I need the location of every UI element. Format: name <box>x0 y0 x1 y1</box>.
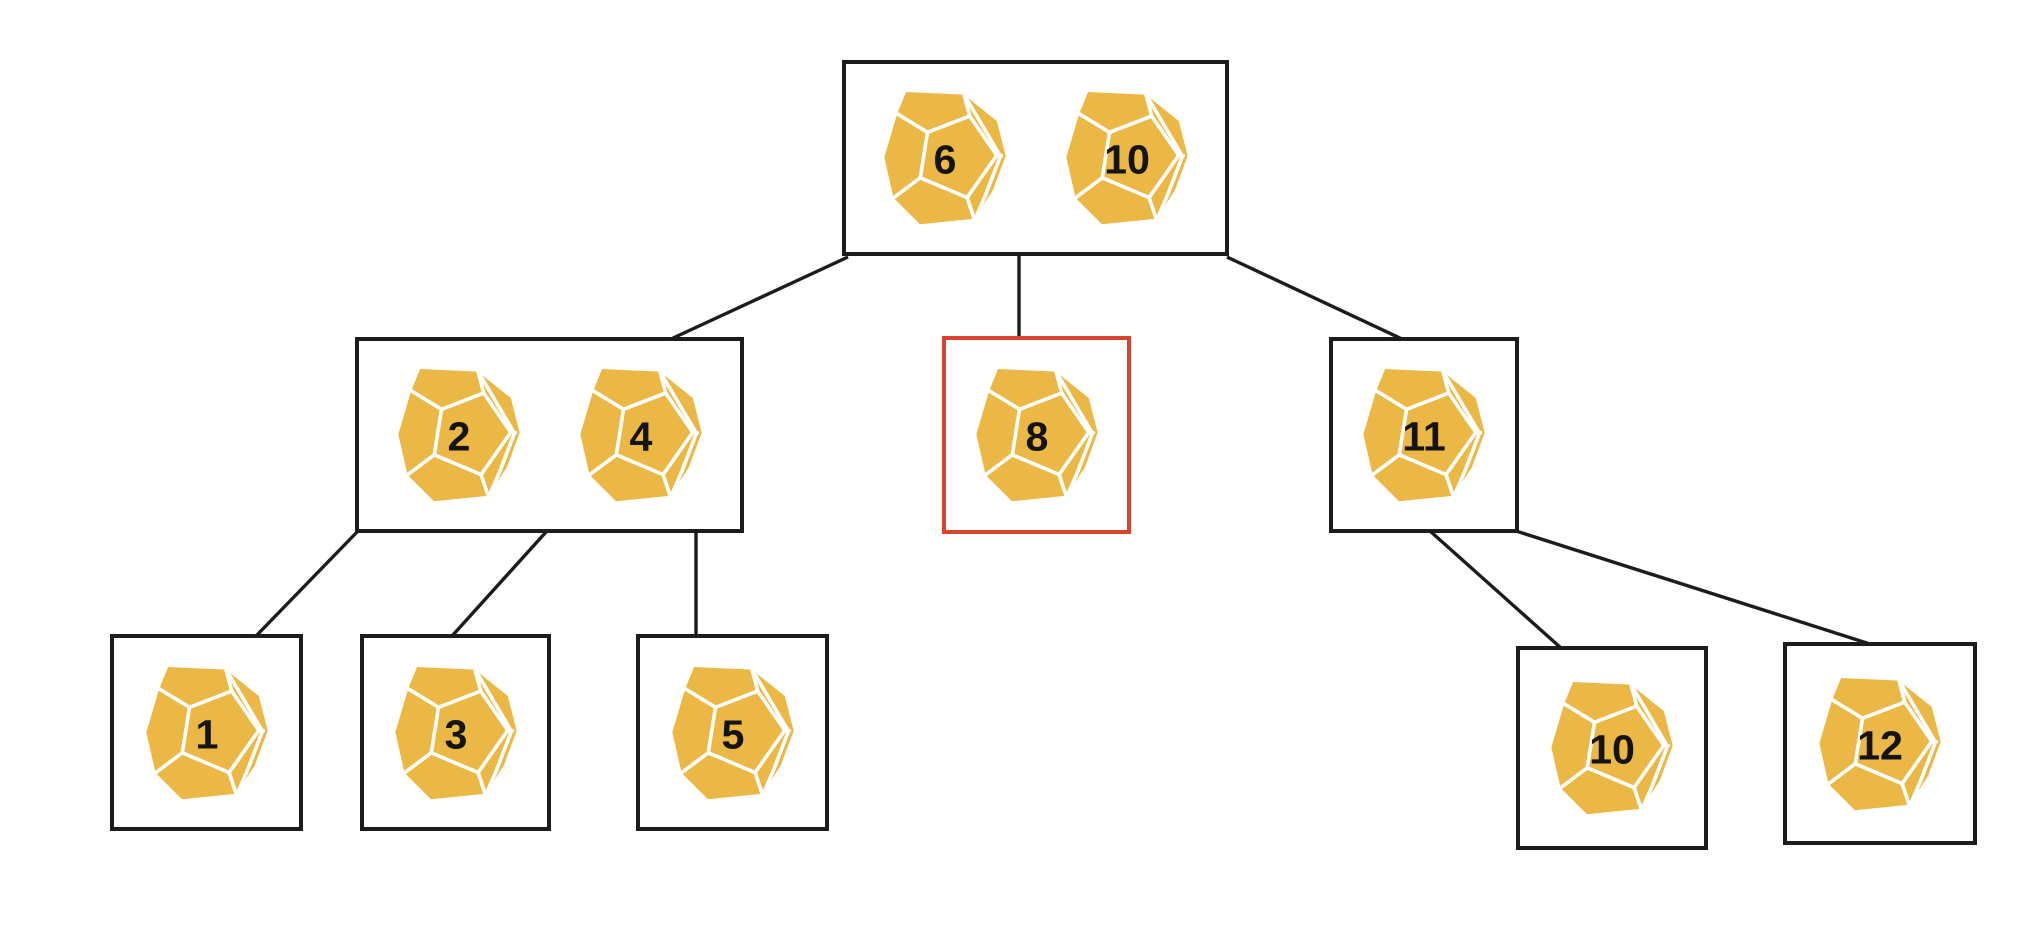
tree-node-11[interactable]: 11 <box>1329 337 1519 533</box>
die-number: 12 <box>1857 722 1903 768</box>
die-number: 10 <box>1104 136 1150 182</box>
d12-die-icon: 8 <box>973 367 1100 504</box>
tree-edge <box>670 255 849 341</box>
d12-die-icon: 5 <box>669 664 796 801</box>
d12-die-icon: 3 <box>392 664 519 801</box>
d12-die-icon: 1 <box>143 664 270 801</box>
die-number: 8 <box>1025 413 1048 459</box>
d12-die-icon: 11 <box>1361 367 1487 504</box>
die-number: 1 <box>195 711 218 757</box>
d12-die-icon: 2 <box>395 367 522 504</box>
tree-leaf-1[interactable]: 1 <box>110 634 303 831</box>
tree-edge <box>1428 529 1563 650</box>
d12-die-icon: 10 <box>1549 680 1675 817</box>
tree-node-8-highlighted[interactable]: 8 <box>942 336 1131 534</box>
tree-edge <box>254 529 360 638</box>
die-number: 5 <box>721 711 744 757</box>
tree-edge <box>1515 529 1871 646</box>
d12-die-icon: 12 <box>1817 675 1943 812</box>
tree-node-6-10[interactable]: 6 10 <box>842 60 1229 256</box>
die-number: 2 <box>447 413 470 459</box>
tree-leaf-3[interactable]: 3 <box>360 634 551 831</box>
d12-die-icon: 6 <box>881 90 1008 227</box>
die-number: 3 <box>444 711 467 757</box>
tree-edge <box>450 530 548 638</box>
die-number: 11 <box>1402 413 1446 459</box>
die-number: 4 <box>629 413 652 459</box>
d12-die-icon: 4 <box>577 367 704 504</box>
tree-node-2-4[interactable]: 2 4 <box>355 337 744 533</box>
tree-leaf-5[interactable]: 5 <box>636 634 829 831</box>
die-number: 10 <box>1589 726 1635 772</box>
tree-leaf-12[interactable]: 12 <box>1783 642 1977 845</box>
die-number: 6 <box>933 136 956 182</box>
tree-edge <box>1226 255 1403 341</box>
tree-leaf-10[interactable]: 10 <box>1516 646 1708 850</box>
d12-die-icon: 10 <box>1063 90 1190 227</box>
